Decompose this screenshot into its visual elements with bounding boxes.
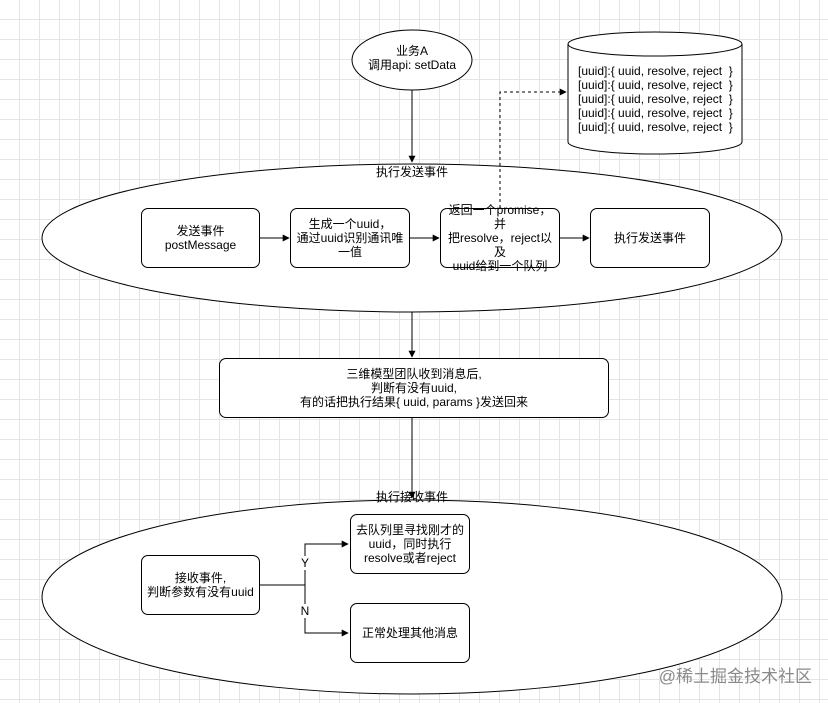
send-step-generate-uuid: 生成一个uuid， 通过uuid识别通讯唯 一值 — [290, 208, 410, 268]
start-title: 业务A — [395, 44, 428, 58]
send-step-return-promise: 返回一个promise，并 把resolve，reject以及 uuid给到一个… — [440, 203, 560, 273]
receive-ellipse — [41, 499, 783, 695]
branch-yes-label: Y — [300, 556, 309, 570]
queue-cylinder — [567, 31, 743, 155]
branch-no-label: N — [300, 604, 310, 618]
watermark: @稀土掘金技术社区 — [658, 667, 812, 686]
send-step-post-message: 发送事件 postMessage — [141, 208, 260, 268]
queue-entry: [uuid]:{ uuid, resolve, reject } — [578, 92, 733, 106]
queue-entry: [uuid]:{ uuid, resolve, reject } — [578, 120, 733, 134]
queue-entry: [uuid]:{ uuid, resolve, reject } — [578, 78, 733, 92]
receive-no-action: 正常处理其他消息 — [350, 603, 470, 663]
receive-yes-action: 去队列里寻找刚才的 uuid，同时执行 resolve或者reject — [350, 514, 470, 574]
queue-entry: [uuid]:{ uuid, resolve, reject } — [578, 106, 733, 120]
send-step-execute: 执行发送事件 — [590, 208, 710, 268]
start-call: 调用api: setData — [367, 58, 457, 72]
arrow-check-to-no — [304, 585, 349, 637]
queue-entry: [uuid]:{ uuid, resolve, reject } — [578, 64, 733, 78]
send-group-title: 执行发送事件 — [375, 165, 448, 179]
receive-check-box: 接收事件, 判断参数有没有uuid — [141, 555, 260, 615]
model-team-box: 三维模型团队收到消息后, 判断有没有uuid, 有的话把执行结果{ uuid, … — [219, 358, 609, 418]
arrow-step3-to-queue — [499, 88, 567, 208]
receive-group-title: 执行接收事件 — [375, 490, 448, 504]
